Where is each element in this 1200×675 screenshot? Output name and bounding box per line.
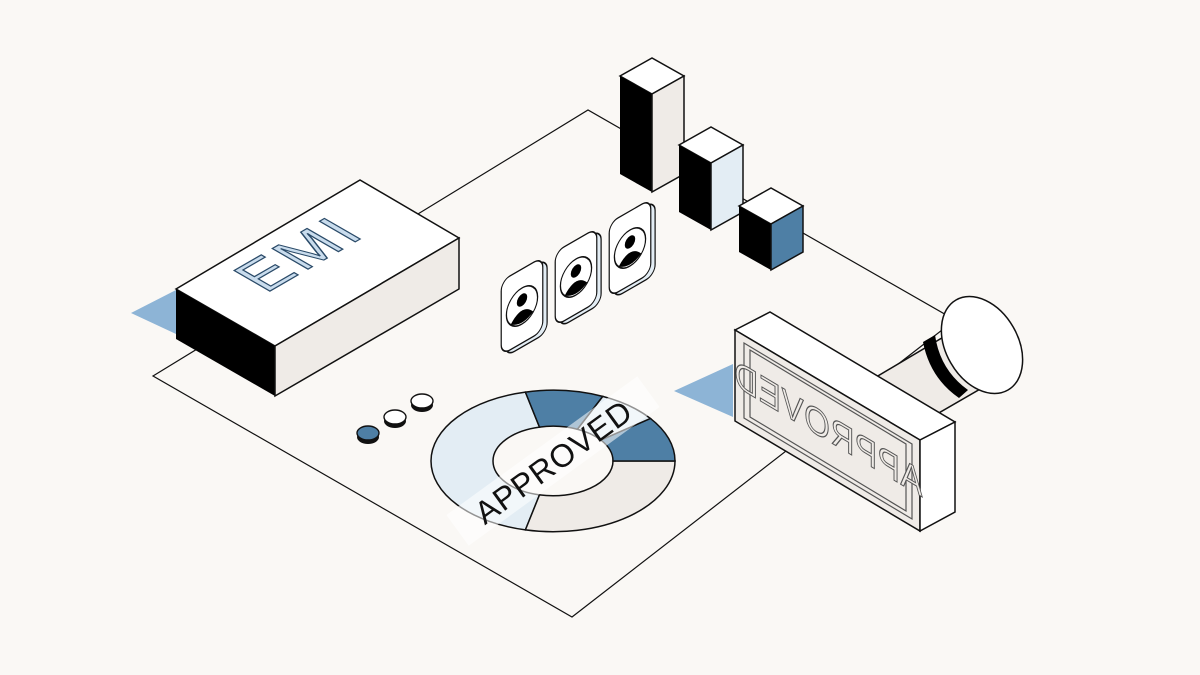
stamp-shadow [674,364,733,417]
bar-tall [618,57,686,194]
bar-short [737,187,805,272]
block-shadow [131,290,176,334]
user-icon [613,227,647,269]
user-icon [559,256,593,298]
user-tiles [500,202,656,354]
emi-block-front [176,289,275,396]
user-icon [505,285,539,327]
donut-segment-gray [525,461,675,532]
stamp-base-side [919,420,956,533]
user-tile [608,202,656,296]
user-tile [500,260,548,354]
stamp-face-border [743,341,913,521]
dot [383,409,407,428]
bar-medium [677,126,745,232]
user-tile [554,231,602,325]
dot [356,425,380,444]
stamp-face-border-inner [749,348,907,513]
bar-blocks [618,57,805,272]
dots [356,393,434,444]
dot [410,393,434,412]
emi-block-side [274,236,460,398]
